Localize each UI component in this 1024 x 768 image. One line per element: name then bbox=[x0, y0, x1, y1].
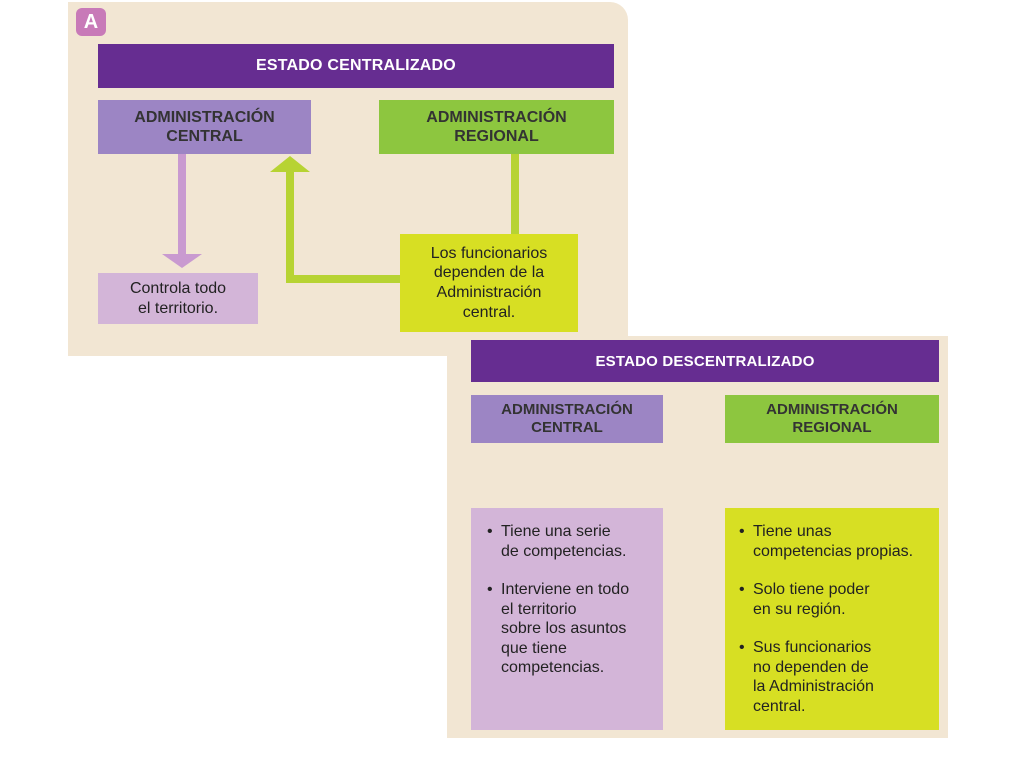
centralized-regional-box: Los funcionarios dependen de la Administ… bbox=[400, 234, 578, 332]
bullet-icon: • bbox=[739, 581, 745, 599]
bullet-icon: • bbox=[487, 523, 493, 540]
list-item-text: Sus funcionarios no dependen de la Admin… bbox=[753, 639, 874, 715]
list-item-text: Solo tiene poder en su región. bbox=[753, 581, 870, 618]
decentralized-regional-header: ADMINISTRACIÓN REGIONAL bbox=[725, 395, 939, 443]
return-arrow-head bbox=[270, 156, 310, 172]
return-arrow-horizontal bbox=[286, 275, 402, 283]
panel-badge: A bbox=[76, 8, 106, 36]
return-arrow-vertical bbox=[286, 170, 294, 283]
decentralized-title-text: ESTADO DESCENTRALIZADO bbox=[595, 352, 815, 370]
list-item: • Tiene una serie de competencias. bbox=[487, 522, 655, 561]
list-item: • Sus funcionarios no dependen de la Adm… bbox=[739, 638, 933, 716]
decentralized-title: ESTADO DESCENTRALIZADO bbox=[471, 340, 939, 382]
bullet-icon: • bbox=[739, 523, 745, 540]
bullet-icon: • bbox=[487, 581, 493, 599]
decentralized-central-box: • Tiene una serie de competencias. • Int… bbox=[471, 508, 663, 730]
bullet-icon: • bbox=[739, 639, 745, 657]
centralized-title-text: ESTADO CENTRALIZADO bbox=[256, 57, 456, 74]
list-item: • Tiene unas competencias propias. bbox=[739, 522, 933, 561]
regional-connector bbox=[511, 154, 519, 236]
centralized-regional-header: ADMINISTRACIÓN REGIONAL bbox=[379, 100, 614, 154]
centralized-title: ESTADO CENTRALIZADO bbox=[98, 44, 614, 88]
list-item-text: Interviene en todo el territorio sobre l… bbox=[501, 581, 630, 677]
centralized-central-box: Controla todo el territorio. bbox=[98, 273, 258, 324]
list-item-text: Tiene una serie de competencias. bbox=[501, 523, 627, 560]
list-item: • Solo tiene poder en su región. bbox=[739, 580, 933, 619]
central-down-arrow-head bbox=[162, 254, 202, 268]
panel-badge-label: A bbox=[83, 10, 99, 33]
centralized-central-header: ADMINISTRACIÓN CENTRAL bbox=[98, 100, 311, 154]
central-down-arrow-shaft bbox=[178, 154, 186, 254]
list-item-text: Tiene unas competencias propias. bbox=[753, 523, 914, 560]
decentralized-regional-box: • Tiene unas competencias propias. • Sol… bbox=[725, 508, 939, 730]
decentralized-central-header: ADMINISTRACIÓN CENTRAL bbox=[471, 395, 663, 443]
list-item: • Interviene en todo el territorio sobre… bbox=[487, 580, 655, 678]
